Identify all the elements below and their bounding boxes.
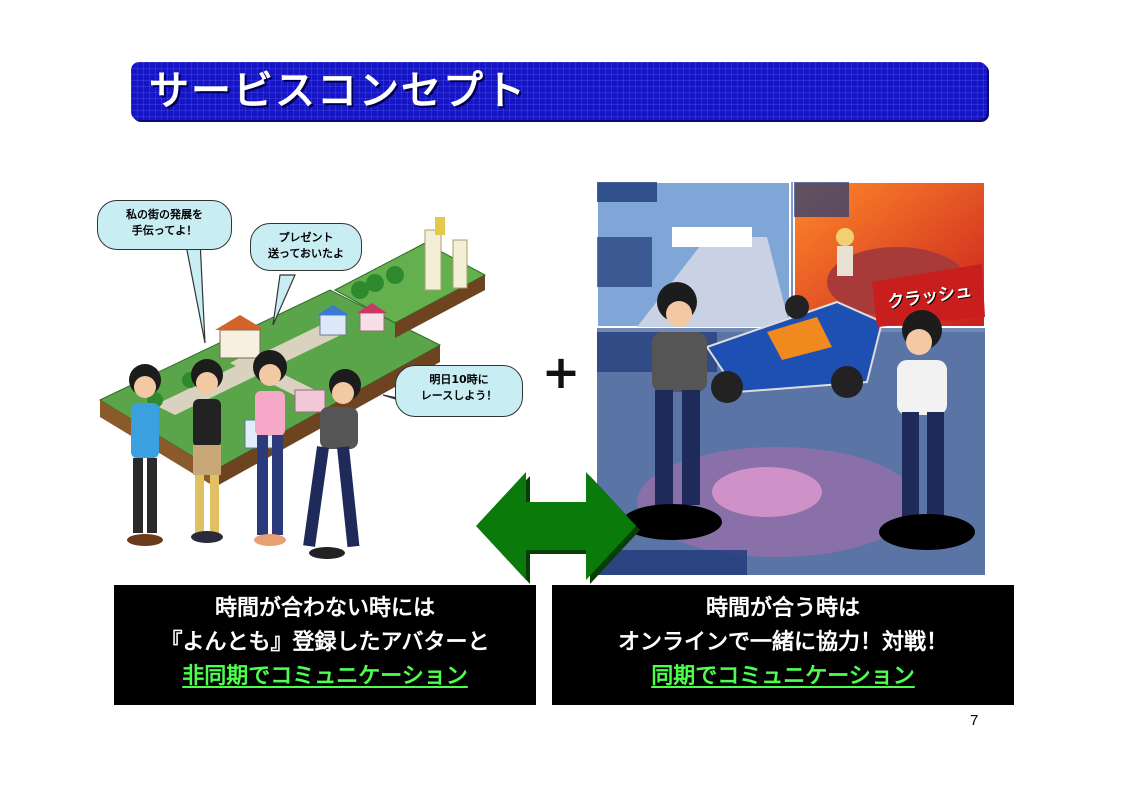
speech-bubble-race: 明日10時に レースしよう！	[395, 365, 523, 417]
caption-highlight: 非同期でコミュニケーション	[182, 664, 468, 689]
game-scene-graphic	[597, 182, 985, 575]
bubble-line: 明日10時に	[429, 373, 489, 386]
speech-bubble-present: プレゼント 送っておいたよ	[250, 223, 362, 271]
caption-async: 時間が合わない時には 『よんとも』登録したアバターと 非同期でコミュニケーション	[114, 585, 536, 705]
caption-line: オンラインで一緒に協力！対戦！	[617, 630, 948, 655]
town-map-graphic	[98, 217, 487, 559]
caption-highlight: 同期でコミュニケーション	[651, 664, 915, 689]
speech-bubble-town: 私の街の発展を 手伝ってよ！	[97, 200, 232, 250]
caption-line: 『よんとも』登録したアバターと	[160, 630, 490, 655]
caption-line: 時間が合わない時には	[214, 596, 435, 621]
bubble-line: プレゼント	[278, 231, 334, 244]
caption-sync: 時間が合う時は オンラインで一緒に協力！対戦！ 同期でコミュニケーション	[552, 585, 1014, 705]
double-arrow-icon	[476, 472, 640, 584]
bubble-line: 私の街の発展を	[126, 208, 203, 221]
page-number: 7	[970, 712, 979, 729]
page-title: サービスコンセプト	[149, 68, 527, 114]
bubble-line: 送っておいたよ	[267, 247, 345, 260]
plus-icon: +	[541, 345, 581, 399]
bubble-line: 手伝ってよ！	[131, 224, 198, 237]
town-illustration: 私の街の発展を 手伝ってよ！ プレゼント 送っておいたよ 明日10時に レースし…	[95, 195, 540, 585]
avatar-group	[127, 350, 361, 559]
caption-line: 時間が合う時は	[705, 596, 860, 621]
game-screenshot: クラッシュ	[597, 182, 985, 575]
bubble-line: レースしよう！	[420, 389, 498, 402]
title-bar: サービスコンセプト	[131, 62, 987, 120]
